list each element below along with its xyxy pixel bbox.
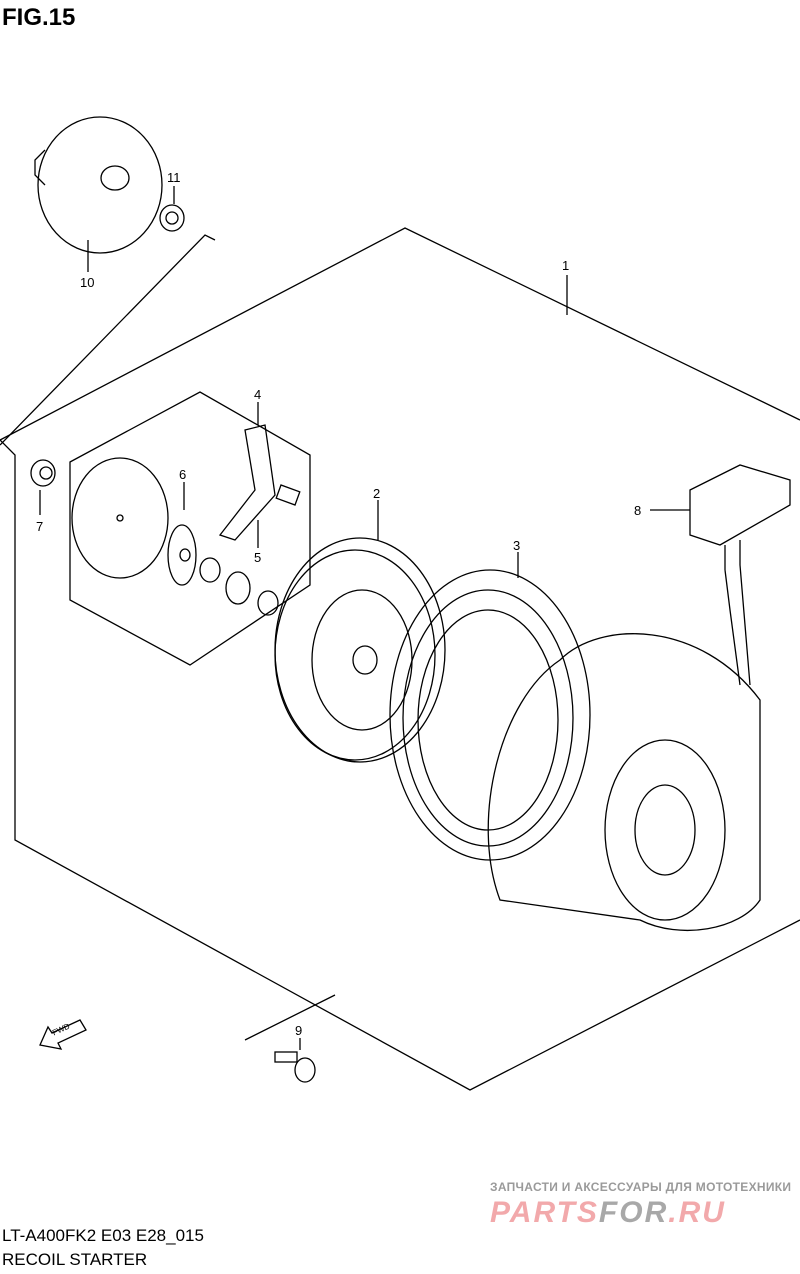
fwd-arrow-icon [39,1019,87,1050]
part-pin [275,484,301,506]
callout-3: 3 [513,538,521,553]
section-title: RECOIL STARTER [2,1250,148,1269]
callout-10: 10 [80,275,95,290]
watermark-logo: PARTSFOR.RU [490,1196,726,1230]
part-5-spring-set [199,557,279,616]
part-9-bolt [274,1051,316,1083]
callout-4: 4 [254,387,262,402]
part-2-reel [274,537,446,763]
callout-2: 2 [373,486,381,501]
part-6-ratchet [167,524,197,586]
logo-part1: PARTS [490,1196,599,1229]
callout-5: 5 [254,550,262,565]
box-9-outline [244,994,336,1041]
logo-part3: .RU [668,1196,726,1229]
callout-6: 6 [179,467,187,482]
watermark-tagline: ЗАПЧАСТИ И АКСЕССУАРЫ ДЛЯ МОТОТЕХНИКИ [490,1180,792,1194]
part-11-nut [159,204,185,232]
subassembly-box-outline [69,391,311,666]
assembly-box-outline [0,227,800,1091]
callout-8: 8 [634,503,642,518]
callout-11: 11 [167,170,181,185]
part-disc-plate [71,457,169,579]
callout-1: 1 [562,258,570,273]
starter-case [487,633,761,932]
logo-part2: FOR [598,1196,669,1229]
part-10-drive-cam [34,116,163,254]
callout-9: 9 [295,1023,303,1038]
part-4-pawl [218,424,276,541]
callout-7: 7 [36,519,44,534]
part-8-handle [689,464,791,686]
box-10-outline [0,234,216,446]
part-7-nut [30,459,56,487]
model-code: LT-A400FK2 E03 E28_015 [2,1226,204,1245]
figure-title: FIG.15 [2,4,76,31]
leader-lines [39,186,690,1050]
